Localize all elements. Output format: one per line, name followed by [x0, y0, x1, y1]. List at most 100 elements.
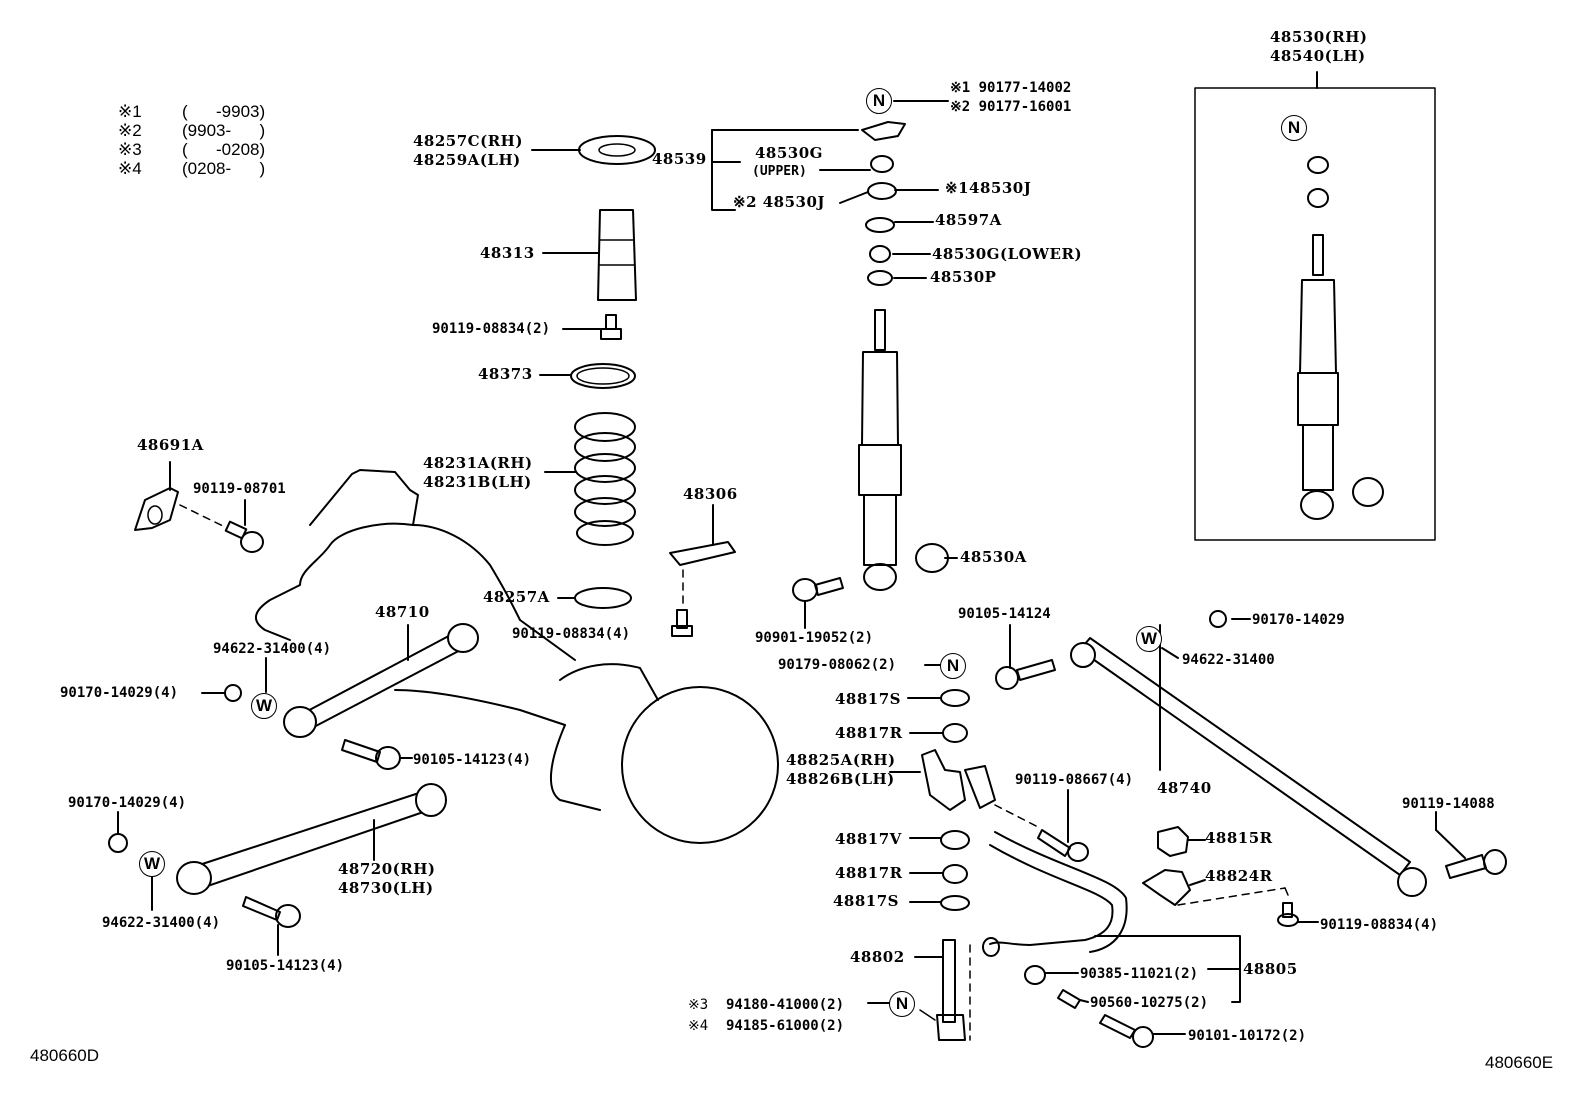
- part-label-90105-14123-4[interactable]: 90105-14123(4): [413, 752, 532, 768]
- part-label-48740[interactable]: 48740: [1157, 779, 1212, 797]
- part-label-94622-31400-4[interactable]: 94622-31400(4): [213, 641, 332, 657]
- part-label-90170-14029-4[interactable]: 90170-14029(4): [60, 685, 179, 701]
- part-label-48815R[interactable]: 48815R: [1205, 829, 1273, 847]
- part-label-90177-16001[interactable]: ※2 90177-16001: [950, 99, 1072, 115]
- part-label-48530G-upper[interactable]: 48530G: [755, 144, 823, 162]
- part-label-48710[interactable]: 48710: [375, 603, 430, 621]
- part-label-48530-rh[interactable]: 48530(RH): [1270, 28, 1368, 46]
- lateral-control-rod: [1079, 637, 1411, 876]
- nut-symbol-icon: N: [866, 88, 892, 114]
- inset-shock-eye: [1300, 490, 1334, 520]
- shock-assembly-inset-frame: [1194, 87, 1436, 541]
- part-label-48231A[interactable]: 48231A(RH): [423, 454, 533, 472]
- nut-symbol-icon: N: [1281, 115, 1307, 141]
- spring-insulator-lower: [574, 587, 632, 609]
- part-label-48373[interactable]: 48373: [478, 365, 533, 383]
- bump-bracket: [669, 541, 736, 566]
- inset-shock-lower: [1302, 424, 1334, 491]
- part-label-48817S[interactable]: 48817S: [835, 690, 902, 708]
- legend-row: ※3( -0208): [118, 140, 266, 159]
- inset-shock-sleeve: [1297, 372, 1339, 426]
- part-label-90179-08062[interactable]: 90179-08062(2): [778, 657, 897, 673]
- part-label-94622-31400-4[interactable]: 94622-31400(4): [102, 915, 221, 931]
- part-label-48231B[interactable]: 48231B(LH): [423, 473, 532, 491]
- part-label-48530G-lower[interactable]: 48530G(LOWER): [932, 245, 1083, 263]
- piston-rod: [874, 309, 886, 351]
- inset-cushion-2: [1307, 188, 1329, 208]
- part-label-48817R[interactable]: 48817R: [835, 864, 903, 882]
- shock-bushing: [915, 543, 949, 573]
- bracket-48691A: [134, 487, 179, 531]
- axle-housing-outline: [255, 469, 779, 844]
- part-label-48805[interactable]: 48805: [1243, 960, 1298, 978]
- part-label-90170-14029-4[interactable]: 90170-14029(4): [68, 795, 187, 811]
- illustration-code-left: 480660D: [30, 1046, 100, 1065]
- part-label-48306[interactable]: 48306: [683, 485, 738, 503]
- part-label-48825A[interactable]: 48825A(RH): [786, 751, 896, 769]
- part-label-90105-14123-4[interactable]: 90105-14123(4): [226, 958, 345, 974]
- washer-symbol-icon: W: [251, 693, 277, 719]
- part-label-48530G-upper-note: (UPPER): [752, 164, 807, 179]
- part-label-48313[interactable]: 48313: [480, 244, 535, 262]
- part-label-90901-19052[interactable]: 90901-19052(2): [755, 630, 874, 646]
- part-label-90119-08834-4[interactable]: 90119-08834(4): [1320, 917, 1439, 933]
- inset-piston-rod: [1312, 234, 1324, 276]
- stabilizer-bar: [989, 844, 1114, 946]
- note-mark-4: ※4: [688, 1018, 709, 1034]
- nut-symbol-icon: N: [889, 991, 915, 1017]
- part-label-94180-41000[interactable]: 94180-41000(2): [726, 997, 845, 1013]
- illustration-code-right: 480660E: [1485, 1053, 1554, 1072]
- washer-symbol-icon: W: [1136, 626, 1162, 652]
- part-label-90119-08701[interactable]: 90119-08701: [193, 481, 286, 497]
- part-label-94185-61000[interactable]: 94185-61000(2): [726, 1018, 845, 1034]
- part-label-90105-14124[interactable]: 90105-14124: [958, 606, 1051, 622]
- part-label-90101-10172[interactable]: 90101-10172(2): [1188, 1028, 1307, 1044]
- part-label-48817V[interactable]: 48817V: [835, 830, 902, 848]
- part-label-48691A[interactable]: 48691A: [137, 436, 204, 454]
- stabilizer-bracket: [921, 749, 966, 811]
- legend-row: ※2(9903- ): [118, 121, 266, 140]
- shock-upper-body: [861, 351, 899, 446]
- legend-row: ※1( -9903): [118, 102, 266, 121]
- part-label-90385-11021[interactable]: 90385-11021(2): [1080, 966, 1199, 982]
- bolt-head: [600, 328, 622, 340]
- part-label-48530J-2[interactable]: ※2 48530J: [733, 193, 826, 211]
- part-label-48257C[interactable]: 48257C(RH): [413, 132, 523, 150]
- part-label-48257A[interactable]: 48257A: [483, 588, 550, 606]
- part-label-48817R[interactable]: 48817R: [835, 724, 903, 742]
- part-label-48824R[interactable]: 48824R: [1205, 867, 1273, 885]
- inset-bushing: [1352, 477, 1384, 507]
- inset-cushion-1: [1307, 156, 1329, 174]
- part-label-94622-31400[interactable]: 94622-31400: [1182, 652, 1275, 668]
- part-label-90119-08834-2[interactable]: 90119-08834(2): [432, 321, 551, 337]
- part-label-90119-08667[interactable]: 90119-08667(4): [1015, 772, 1134, 788]
- upper-bracket: [861, 121, 906, 141]
- part-label-48730[interactable]: 48730(LH): [338, 879, 434, 897]
- note-mark-3: ※3: [688, 997, 709, 1013]
- part-label-48530A[interactable]: 48530A: [960, 548, 1027, 566]
- legend-row: ※4(0208- ): [118, 159, 266, 178]
- coil-spring: [574, 412, 636, 546]
- part-label-48826B[interactable]: 48826B(LH): [786, 770, 895, 788]
- part-label-48540-lh[interactable]: 48540(LH): [1270, 47, 1366, 65]
- part-label-48802[interactable]: 48802: [850, 948, 905, 966]
- part-label-48530J-1[interactable]: ※148530J: [945, 179, 1032, 197]
- shock-lower-eye: [863, 563, 897, 591]
- part-label-48817S[interactable]: 48817S: [833, 892, 900, 910]
- part-label-48539[interactable]: 48539: [652, 150, 707, 168]
- part-label-90119-14088[interactable]: 90119-14088: [1402, 796, 1495, 812]
- spring-insulator-upper: [578, 135, 656, 165]
- part-label-90177-14002[interactable]: ※1 90177-14002: [950, 80, 1072, 96]
- part-label-48259A[interactable]: 48259A(LH): [413, 151, 521, 169]
- part-label-48530P[interactable]: 48530P: [930, 268, 997, 286]
- part-label-48720[interactable]: 48720(RH): [338, 860, 436, 878]
- part-label-90119-08834-4[interactable]: 90119-08834(4): [512, 626, 631, 642]
- inset-shock-upper: [1299, 279, 1337, 374]
- part-label-90560-10275[interactable]: 90560-10275(2): [1090, 995, 1209, 1011]
- stabilizer-link: [942, 939, 956, 1023]
- part-label-90170-14029[interactable]: 90170-14029: [1252, 612, 1345, 628]
- shock-sleeve: [858, 444, 902, 496]
- part-label-48597A[interactable]: 48597A: [935, 211, 1002, 229]
